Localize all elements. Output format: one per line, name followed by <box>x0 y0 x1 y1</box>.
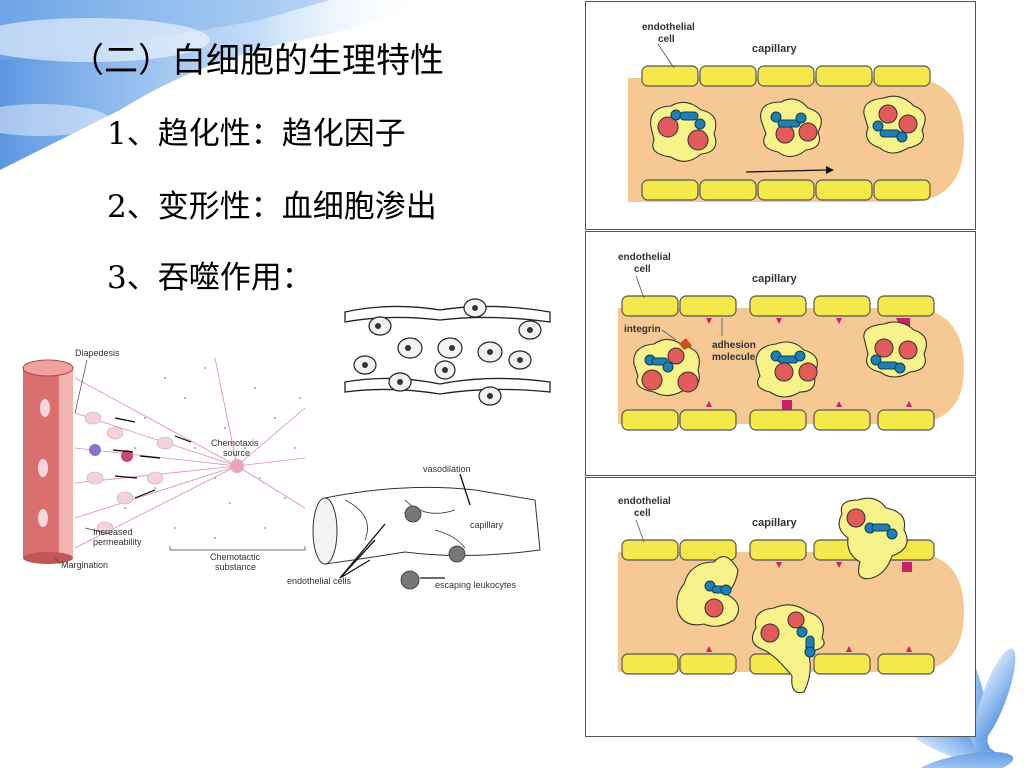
label-escaping-leukocytes: escaping leukocytes <box>435 580 517 590</box>
label-chemotactic-substance-2: substance <box>215 562 256 572</box>
label-vasodilation: vasodilation <box>423 464 471 474</box>
list-item-deformability: 2、变形性：血细胞渗出 <box>107 189 437 225</box>
label-capillary: capillary <box>752 43 798 55</box>
label-chemotaxis-source: Chemotaxis <box>211 438 259 448</box>
label-cell: cell <box>634 264 651 275</box>
capillary-sketch-figure: vasodilation capillary endothelial cells… <box>287 464 541 590</box>
diagram-panel-rolling: endothelial cell capillary <box>585 1 976 230</box>
slide-heading: （二）白细胞的生理特性 <box>70 41 444 81</box>
diagram-panel-diapedesis: endothelial cell capillary <box>585 477 976 737</box>
label-chemotactic-substance: Chemotactic <box>210 552 261 562</box>
label-cell: cell <box>634 508 651 519</box>
label-integrin: integrin <box>624 324 661 335</box>
blood-vessel <box>22 359 74 564</box>
chemotaxis-figure: Diapedesis Chemotaxis source Increased p… <box>22 348 306 572</box>
label-diapedesis: Diapedesis <box>75 348 120 358</box>
list-item-chemotaxis: 1、趋化性：趋化因子 <box>107 116 406 152</box>
label-chemotaxis-source-2: source <box>223 448 250 458</box>
label-capillary: capillary <box>752 273 798 285</box>
label-endothelial: endothelial <box>642 22 695 33</box>
leukocyte-mark <box>121 450 133 462</box>
label-increased-permeability-2: permeability <box>93 537 142 547</box>
label-increased-permeability: Increased <box>93 527 133 537</box>
label-capillary: capillary <box>752 517 798 529</box>
label-endothelial-cells: endothelial cells <box>287 576 352 586</box>
label-endothelial: endothelial <box>618 496 671 507</box>
label-endothelial: endothelial <box>618 252 671 263</box>
label-adhesion: adhesion <box>712 340 756 351</box>
label-margination: Margination <box>61 560 108 570</box>
chemotactic-dots <box>124 367 301 539</box>
label-cell: cell <box>658 34 675 45</box>
chemotaxis-source-mark <box>230 459 244 473</box>
list-item-phagocytosis: 3、吞噬作用： <box>107 260 313 296</box>
leukocyte-mark <box>89 444 101 456</box>
label-capillary: capillary <box>470 520 504 530</box>
label-molecule: molecule <box>712 352 756 363</box>
leukocyte-sketch-figure <box>344 298 551 406</box>
diagram-panel-adhesion: endothelial cell capillary integrin adhe… <box>585 231 976 476</box>
